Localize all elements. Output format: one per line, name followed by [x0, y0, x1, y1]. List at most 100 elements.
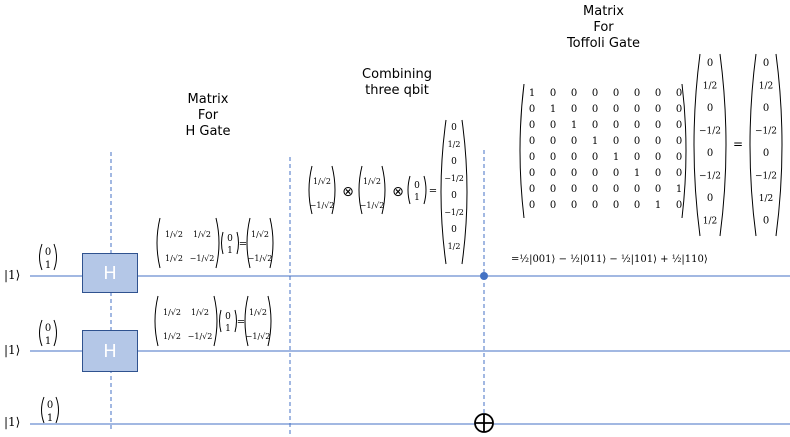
toffoli-in-entry: 1/2 [703, 82, 717, 92]
toffoli-cell: 0 [655, 120, 661, 131]
svg-text:0: 0 [227, 234, 233, 244]
qubit-2-vector: 0 1 [39, 319, 57, 347]
toffoli-cell: 0 [613, 104, 619, 115]
toffoli-cell: 0 [634, 136, 640, 147]
svg-text:1/√2: 1/√2 [191, 308, 209, 317]
svg-text:=: = [733, 137, 743, 151]
toffoli-cell: 0 [529, 104, 535, 115]
toffoli-cell: 0 [592, 152, 598, 163]
toffoli-cell: 0 [571, 136, 577, 147]
svg-text:1/√2: 1/√2 [165, 254, 183, 263]
toffoli-cell: 1 [592, 136, 598, 147]
toffoli-cell: 0 [529, 152, 535, 163]
svg-text:⊗: ⊗ [342, 184, 354, 200]
svg-text:=: = [429, 186, 437, 197]
qubit-1-ket: |1⟩ [4, 268, 21, 282]
toffoli-cell: 0 [634, 120, 640, 131]
tensor-equation: 1/√2 −1/√2 ⊗ 1/√2 −1/√2 ⊗ 0 1 = 0 1/2 0 … [308, 119, 468, 265]
svg-text:0: 0 [451, 157, 457, 167]
toffoli-cell: 1 [571, 120, 577, 131]
svg-text:−1/√2: −1/√2 [188, 332, 213, 341]
svg-text:−1/√2: −1/√2 [360, 201, 385, 210]
svg-text:0: 0 [45, 247, 51, 258]
toffoli-cell: 0 [613, 136, 619, 147]
toffoli-cell: 1 [655, 200, 661, 211]
svg-text:1/√2: 1/√2 [313, 177, 331, 186]
svg-text:1: 1 [45, 260, 51, 271]
toffoli-out-entry: 0 [763, 148, 769, 159]
toffoli-out-entry: −1/2 [755, 127, 777, 137]
h-gate-qubit-1[interactable]: H [82, 253, 138, 293]
toffoli-cell: 0 [550, 168, 556, 179]
toffoli-cell: 0 [550, 136, 556, 147]
svg-text:1: 1 [414, 193, 420, 203]
toffoli-cell: 1 [529, 88, 535, 99]
svg-text:−1/√2: −1/√2 [246, 332, 271, 341]
toffoli-cell: 0 [676, 152, 682, 163]
heading-h-gate: Matrix For H Gate [185, 92, 231, 139]
toffoli-in-entry: 0 [707, 58, 713, 69]
toffoli-in-entry: 0 [707, 148, 713, 159]
toffoli-in-entry: −1/2 [699, 127, 721, 137]
toffoli-cell: 1 [676, 184, 682, 195]
toffoli-equation: 1 0 0 0 0 0 0 0 0 1 0 0 0 0 0 0 0 0 1 0 0 0 0 0 0 0 0 1 0 0 0 0 0 0 0 0 1 0 0 0… [519, 53, 783, 237]
toffoli-cell: 0 [634, 200, 640, 211]
svg-text:1/√2: 1/√2 [193, 230, 211, 239]
toffoli-cell: 0 [655, 104, 661, 115]
toffoli-cell: 0 [592, 168, 598, 179]
toffoli-cell: 0 [529, 184, 535, 195]
toffoli-cell: 0 [571, 152, 577, 163]
toffoli-cell: 0 [655, 88, 661, 99]
toffoli-cell: 0 [571, 200, 577, 211]
toffoli-cell: 0 [550, 152, 556, 163]
toffoli-out-entry: 0 [763, 58, 769, 69]
svg-text:0: 0 [451, 225, 457, 235]
control-dot [480, 272, 488, 280]
h-gate-qubit-2[interactable]: H [82, 330, 138, 372]
toffoli-cell: 0 [613, 120, 619, 131]
svg-text:1/√2: 1/√2 [251, 230, 269, 239]
heading-toffoli: Matrix For Toffoli Gate [566, 4, 641, 51]
svg-text:0: 0 [414, 181, 420, 191]
qubit-2-ket: |1⟩ [4, 343, 21, 357]
toffoli-cell: 0 [592, 88, 598, 99]
toffoli-out-entry: 1/2 [759, 194, 773, 204]
svg-text:−1/√2: −1/√2 [310, 201, 335, 210]
toffoli-cell: 0 [571, 168, 577, 179]
toffoli-cell: 0 [529, 200, 535, 211]
heading-combining: Combining three qbit [362, 67, 432, 98]
svg-text:−1/√2: −1/√2 [248, 254, 273, 263]
svg-text:−1/2: −1/2 [444, 208, 464, 217]
svg-text:1/√2: 1/√2 [163, 332, 181, 341]
toffoli-in-entry: 0 [707, 103, 713, 114]
toffoli-cell: 0 [550, 200, 556, 211]
svg-text:1/√2: 1/√2 [165, 230, 183, 239]
toffoli-cell: 0 [676, 88, 682, 99]
toffoli-cell: 0 [529, 168, 535, 179]
toffoli-cell: 0 [592, 120, 598, 131]
svg-text:−1/√2: −1/√2 [190, 254, 215, 263]
toffoli-cell: 0 [634, 104, 640, 115]
svg-text:=: = [239, 239, 247, 250]
toffoli-cell: 0 [613, 200, 619, 211]
svg-text:1: 1 [45, 336, 51, 347]
toffoli-cell: 1 [634, 168, 640, 179]
toffoli-cell: 0 [592, 104, 598, 115]
toffoli-cell: 1 [613, 152, 619, 163]
svg-text:0: 0 [225, 312, 231, 322]
toffoli-cell: 1 [550, 104, 556, 115]
svg-text:1/√2: 1/√2 [363, 177, 381, 186]
toffoli-out-entry: 0 [763, 103, 769, 114]
toffoli-cell: 0 [613, 168, 619, 179]
toffoli-cell: 0 [655, 152, 661, 163]
toffoli-cell: 0 [571, 88, 577, 99]
toffoli-cell: 0 [529, 136, 535, 147]
toffoli-cell: 0 [550, 88, 556, 99]
svg-text:1: 1 [227, 246, 233, 256]
final-state: =½|001⟩ − ½|011⟩ − ½|101⟩ + ½|110⟩ [511, 254, 708, 265]
toffoli-out-entry: 0 [763, 216, 769, 227]
toffoli-in-entry: 1/2 [703, 217, 717, 227]
toffoli-cell: 0 [676, 168, 682, 179]
qubit-3-ket: |1⟩ [4, 415, 21, 429]
qubit-3-vector: 0 1 [41, 396, 59, 424]
